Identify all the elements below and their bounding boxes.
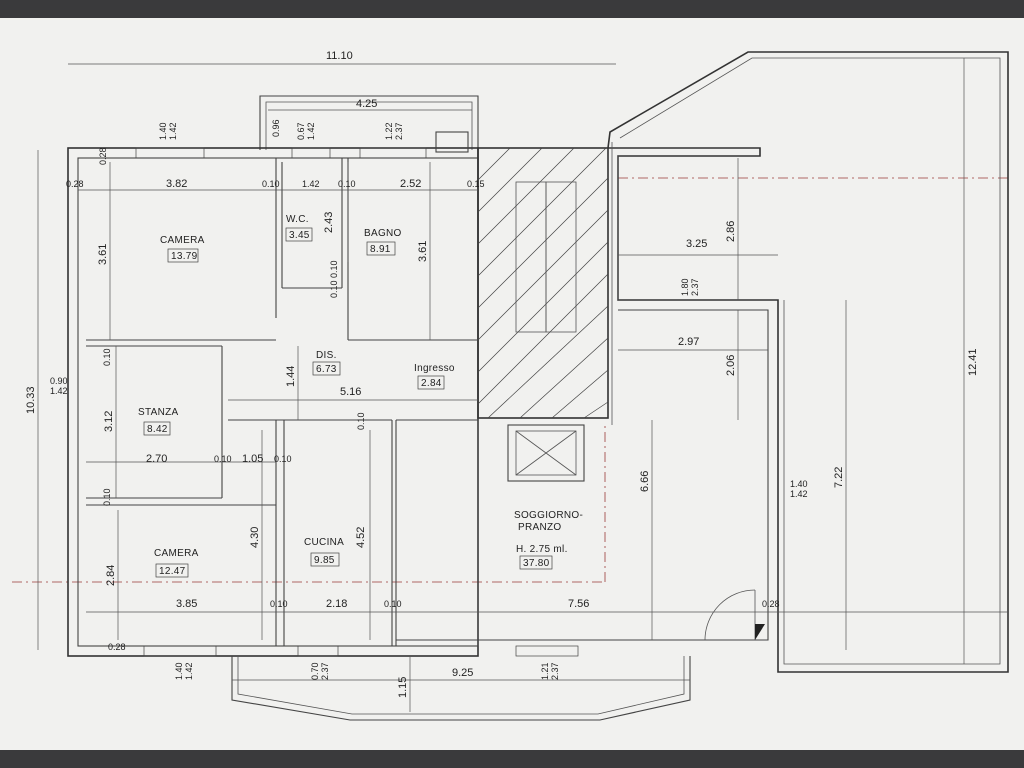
dim-text: 1.05 (242, 453, 263, 465)
dim-text: 2.70 (146, 453, 167, 465)
room-name: DIS. (316, 350, 337, 361)
dim-text: 0.28 (762, 599, 780, 609)
room-area: 37.80 (523, 558, 550, 569)
svg-text:6.66: 6.66 (639, 471, 651, 492)
room-name: STANZA (138, 407, 179, 418)
room-name: CAMERA (160, 235, 205, 246)
svg-text:0.10: 0.10 (102, 488, 112, 506)
svg-text:2.37: 2.37 (320, 662, 330, 680)
dim-text: 9.25 (452, 667, 473, 679)
dim-text: 3.82 (166, 178, 187, 190)
svg-text:1.42: 1.42 (184, 662, 194, 680)
room-name: CUCINA (304, 537, 344, 548)
svg-text:1.22: 1.22 (384, 122, 394, 140)
room-area: 13.79 (171, 251, 198, 262)
dim-text: 0.10 (384, 599, 402, 609)
dim-text: 0.10 (338, 179, 356, 189)
svg-text:3.61: 3.61 (97, 244, 109, 265)
room-name: BAGNO (364, 228, 402, 239)
top-balcony (259, 95, 479, 150)
dim-text: 1.42 (790, 489, 808, 499)
stairwell (477, 147, 609, 419)
dim-text: 0.10 (214, 454, 232, 464)
dim-text: 7.56 (568, 598, 589, 610)
dim-text: 0.10 (262, 179, 280, 189)
svg-text:1.40: 1.40 (158, 122, 168, 140)
dim-text: 1.40 (790, 479, 808, 489)
dim-text: 3.85 (176, 598, 197, 610)
dim-text: 1.42 (50, 386, 68, 396)
living-wing-wall (607, 51, 1009, 673)
dim-text: 5.16 (340, 386, 361, 398)
svg-text:0.28: 0.28 (98, 147, 108, 165)
vertical-dims: 10.33 12.41 7.22 3.61 2.43 3.61 0.10 0.1… (25, 119, 979, 698)
svg-text:1.80: 1.80 (680, 278, 690, 296)
floor-plan-drawing: CAMERA 13.79 W.C. 3.45 BAGNO 8.91 DIS. 6… (12, 50, 1010, 721)
bottom-balcony (231, 656, 691, 721)
svg-text:1.42: 1.42 (168, 122, 178, 140)
svg-text:0.67: 0.67 (296, 122, 306, 140)
svg-text:2.06: 2.06 (725, 355, 737, 376)
svg-text:1.21: 1.21 (540, 662, 550, 680)
svg-text:4.30: 4.30 (249, 527, 261, 548)
room-area: 3.45 (289, 230, 310, 241)
svg-text:2.43: 2.43 (323, 212, 335, 233)
svg-text:0.10: 0.10 (329, 280, 339, 298)
dim-text: 2.18 (326, 598, 347, 610)
room-name-2: PRANZO (518, 522, 561, 533)
svg-text:1.44: 1.44 (285, 366, 297, 387)
svg-text:12.41: 12.41 (967, 348, 979, 376)
svg-text:0.10: 0.10 (102, 348, 112, 366)
stair-hatch (477, 147, 609, 419)
room-area: 8.42 (147, 424, 168, 435)
svg-text:3.12: 3.12 (103, 411, 115, 432)
floor-plan-sheet: CAMERA 13.79 W.C. 3.45 BAGNO 8.91 DIS. 6… (0, 18, 1024, 750)
svg-text:2.37: 2.37 (550, 662, 560, 680)
svg-text:7.22: 7.22 (833, 467, 845, 488)
room-area: 9.85 (314, 555, 335, 566)
svg-text:4.52: 4.52 (355, 527, 367, 548)
svg-text:2.37: 2.37 (690, 278, 700, 296)
dim-text: 0.90 (50, 376, 68, 386)
svg-text:2.84: 2.84 (105, 565, 117, 586)
dim-text: 0.10 (270, 599, 288, 609)
svg-text:1.42: 1.42 (306, 122, 316, 140)
svg-text:0.10: 0.10 (329, 260, 339, 278)
dim-text: 0.10 (274, 454, 292, 464)
dim-text: 2.52 (400, 178, 421, 190)
dim-text: 4.25 (356, 98, 377, 110)
svg-text:0.70: 0.70 (310, 662, 320, 680)
room-area: 12.47 (159, 566, 186, 577)
svg-text:3.61: 3.61 (417, 241, 429, 262)
exterior-wall (67, 147, 479, 657)
dim-text: 1.42 (302, 179, 320, 189)
dim-text: 0.15 (467, 179, 485, 189)
dim-text: 2.97 (678, 336, 699, 348)
svg-text:10.33: 10.33 (25, 386, 37, 414)
svg-text:0.10: 0.10 (356, 412, 366, 430)
room-area: 6.73 (316, 364, 337, 375)
room-height: H. 2.75 ml. (516, 544, 568, 555)
room-name: SOGGIORNO- (514, 510, 583, 521)
svg-text:2.37: 2.37 (394, 122, 404, 140)
dimension-lines (37, 58, 1008, 712)
shaft-box (507, 424, 585, 482)
dim-text: 0.28 (66, 179, 84, 189)
svg-text:1.40: 1.40 (174, 662, 184, 680)
room-name: CAMERA (154, 548, 199, 559)
dim-text: 11.10 (326, 50, 353, 62)
dim-text: 3.25 (686, 238, 707, 250)
svg-text:2.86: 2.86 (725, 221, 737, 242)
room-name: Ingresso (414, 363, 455, 374)
svg-text:0.96: 0.96 (271, 119, 281, 137)
room-area: 8.91 (370, 244, 391, 255)
room-area: 2.84 (421, 378, 442, 389)
svg-text:1.15: 1.15 (397, 677, 409, 698)
dim-text: 0.28 (108, 642, 126, 652)
room-name: W.C. (286, 214, 309, 225)
